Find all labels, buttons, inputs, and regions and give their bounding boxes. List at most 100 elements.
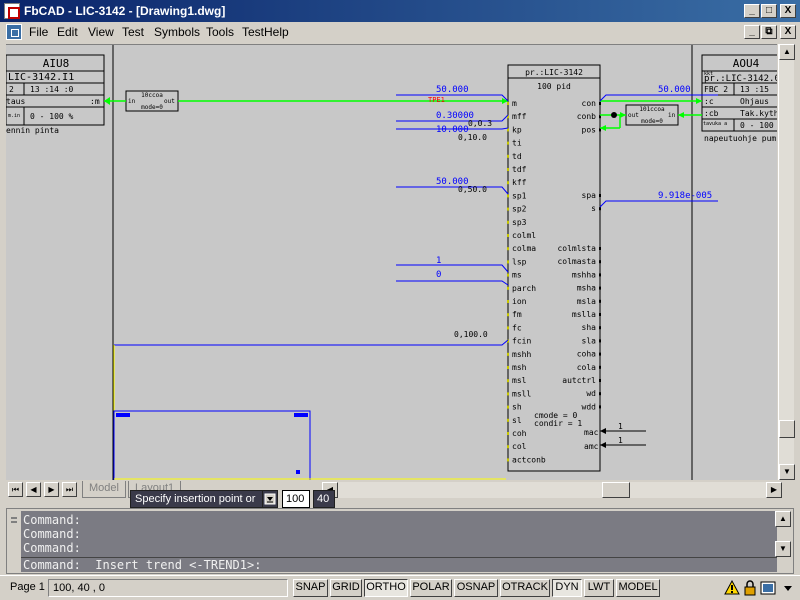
menu-symbols[interactable]: Symbols (154, 25, 201, 39)
pid-port-pin (599, 299, 601, 303)
pid-port-pin (507, 300, 509, 303)
pid-port-td: td (512, 152, 522, 161)
aou4-footer: napeutuohje pumpu (704, 134, 777, 143)
toggle-snap[interactable]: SNAP (293, 579, 328, 597)
pid-port-sp3: sp3 (512, 218, 527, 227)
scroll-right-icon[interactable]: ▶ (766, 482, 782, 498)
scroll-down-icon[interactable]: ▼ (779, 464, 795, 480)
toggle-ortho[interactable]: ORTHO (364, 579, 408, 597)
title-bar[interactable]: FbCAD - LIC-3142 - [Drawing1.dwg] _ □ X (0, 0, 800, 22)
pid-port-pin (599, 286, 601, 290)
menu-tools[interactable]: Tools (206, 25, 235, 39)
pid-port-pin (599, 128, 601, 132)
pid-port-pin (507, 247, 509, 251)
status-coordinates[interactable]: 100, 40 , 0 (48, 579, 288, 597)
tab-model[interactable]: Model (82, 481, 126, 498)
aou4-range: 0 - 100 (740, 121, 774, 130)
horizontal-scroll-thumb[interactable] (602, 482, 630, 498)
menu-edit[interactable]: Edit (57, 25, 78, 39)
doc-restore-button[interactable]: ⧉ (761, 25, 777, 39)
ccoa-left-title: 10ccoa (141, 92, 163, 99)
aou4-row2-a: FBC 2 (704, 85, 728, 94)
aiu8-port-m: :m (90, 97, 100, 106)
app-icon[interactable] (4, 3, 20, 19)
tray-menu-icon[interactable] (780, 580, 796, 596)
close-button[interactable]: X (780, 4, 796, 18)
pid-port-pin (507, 445, 509, 449)
pid-port-fc: fc (512, 323, 522, 332)
command-window-grip-2[interactable] (11, 521, 17, 523)
value-mac: 1 (618, 422, 623, 431)
toggle-dyn[interactable]: DYN (552, 579, 582, 597)
dynamic-input-y-field[interactable]: 40 (313, 490, 335, 508)
communication-center-icon[interactable] (724, 580, 740, 596)
value-kp: 10.000 (436, 125, 469, 135)
pid-mode-text-1: cmode = 0 (534, 411, 578, 420)
toggle-grid[interactable]: GRID (330, 579, 362, 597)
pid-port-pin (507, 286, 509, 290)
pid-port-pin (599, 392, 601, 396)
scroll-up-icon[interactable]: ▲ (779, 44, 795, 60)
first-tab-icon[interactable]: ⏮ (8, 482, 23, 497)
pid-port-pin (599, 207, 601, 211)
function-block-diagram[interactable]: AIU8 LIC-3142.I1 2 13 :14 :0 taus :m m.i… (6, 45, 777, 480)
pid-port-pin (507, 418, 509, 422)
toggle-otrack[interactable]: OTRACK (500, 579, 550, 597)
last-tab-icon[interactable]: ⏭ (62, 482, 77, 497)
document-icon[interactable] (6, 24, 22, 40)
maximize-button[interactable]: □ (761, 4, 777, 18)
aou4-block[interactable]: AOU4 kkt pr.:LIC-3142.0 FBC 2 13 :15 :c … (701, 54, 777, 143)
pid-port-pos: pos (582, 125, 597, 134)
toggle-lwt[interactable]: LWT (584, 579, 614, 597)
command-window-grip[interactable] (11, 517, 17, 519)
pid-port-colma: colma (512, 244, 536, 253)
pid-port-pin (599, 405, 601, 409)
drawing-canvas[interactable]: AIU8 LIC-3142.I1 2 13 :14 :0 taus :m m.i… (6, 44, 777, 480)
ccoa-block-left[interactable]: 10ccoa in out mode=0 (125, 90, 179, 112)
aou4-row1-prefix: kkt (704, 71, 713, 77)
toggle-polar[interactable]: POLAR (410, 579, 452, 597)
menu-file[interactable]: File (29, 25, 49, 39)
menu-test[interactable]: Test (122, 25, 145, 39)
aou4-label-c: Ohjaus (740, 97, 769, 106)
lock-icon[interactable] (742, 580, 758, 596)
vertical-scrollbar[interactable]: ▲ ▼ (778, 44, 795, 480)
prev-tab-icon[interactable]: ◀ (26, 482, 41, 497)
aou4-label-cb: Tak.kyth (740, 109, 777, 118)
pid-port-sp1: sp1 (512, 191, 527, 200)
pid-port-pin (507, 181, 509, 185)
next-tab-icon[interactable]: ▶ (44, 482, 59, 497)
pid-port-pin (599, 102, 601, 105)
command-input[interactable]: Command: Insert trend <-TREND1>: (21, 557, 777, 572)
ccoa-block-right[interactable]: 101ccoa out in mode=0 (625, 104, 679, 126)
pid-block[interactable]: pr.:LIC-3142 100 pid mmffkptitdtdfkffsp1… (507, 64, 601, 472)
dynamic-input-x-field[interactable]: 100 (282, 490, 310, 508)
pid-right-ports: conconbposspascolmlstacolmastamshhamsham… (557, 99, 601, 411)
pid-port-parch: parch (512, 284, 536, 293)
command-scroll-up-icon[interactable]: ▲ (775, 511, 791, 527)
pid-port-col: col (512, 442, 527, 451)
menu-view[interactable]: View (88, 25, 114, 39)
pid-mode-text-2: condir = 1 (534, 419, 582, 428)
toggle-model[interactable]: MODEL (616, 579, 660, 597)
command-scroll-down-icon[interactable]: ▼ (775, 541, 791, 557)
minimize-button[interactable]: _ (744, 4, 760, 18)
toggle-osnap[interactable]: OSNAP (454, 579, 498, 597)
value-ms: 0 (436, 270, 441, 280)
pid-port-wdd: wdd (582, 402, 597, 411)
vertical-scroll-thumb[interactable] (779, 420, 795, 438)
doc-close-button[interactable]: X (780, 25, 796, 39)
green-wires (104, 97, 702, 131)
clean-screen-icon[interactable] (760, 580, 776, 596)
aiu8-block[interactable]: AIU8 LIC-3142.I1 2 13 :14 :0 taus :m m.i… (6, 54, 105, 135)
dynamic-input-down-icon[interactable] (262, 490, 278, 508)
pid-port-ti: ti (512, 139, 522, 148)
aou4-port-c: :c (704, 97, 714, 106)
menu-testhelp[interactable]: TestHelp (242, 25, 289, 39)
pid-port-pin (507, 128, 509, 132)
horizontal-scrollbar[interactable]: ◀ ▶ (322, 482, 782, 498)
doc-minimize-button[interactable]: _ (744, 25, 760, 39)
pid-port-amc: amc (584, 442, 599, 451)
pid-port-sh: sh (512, 403, 522, 412)
